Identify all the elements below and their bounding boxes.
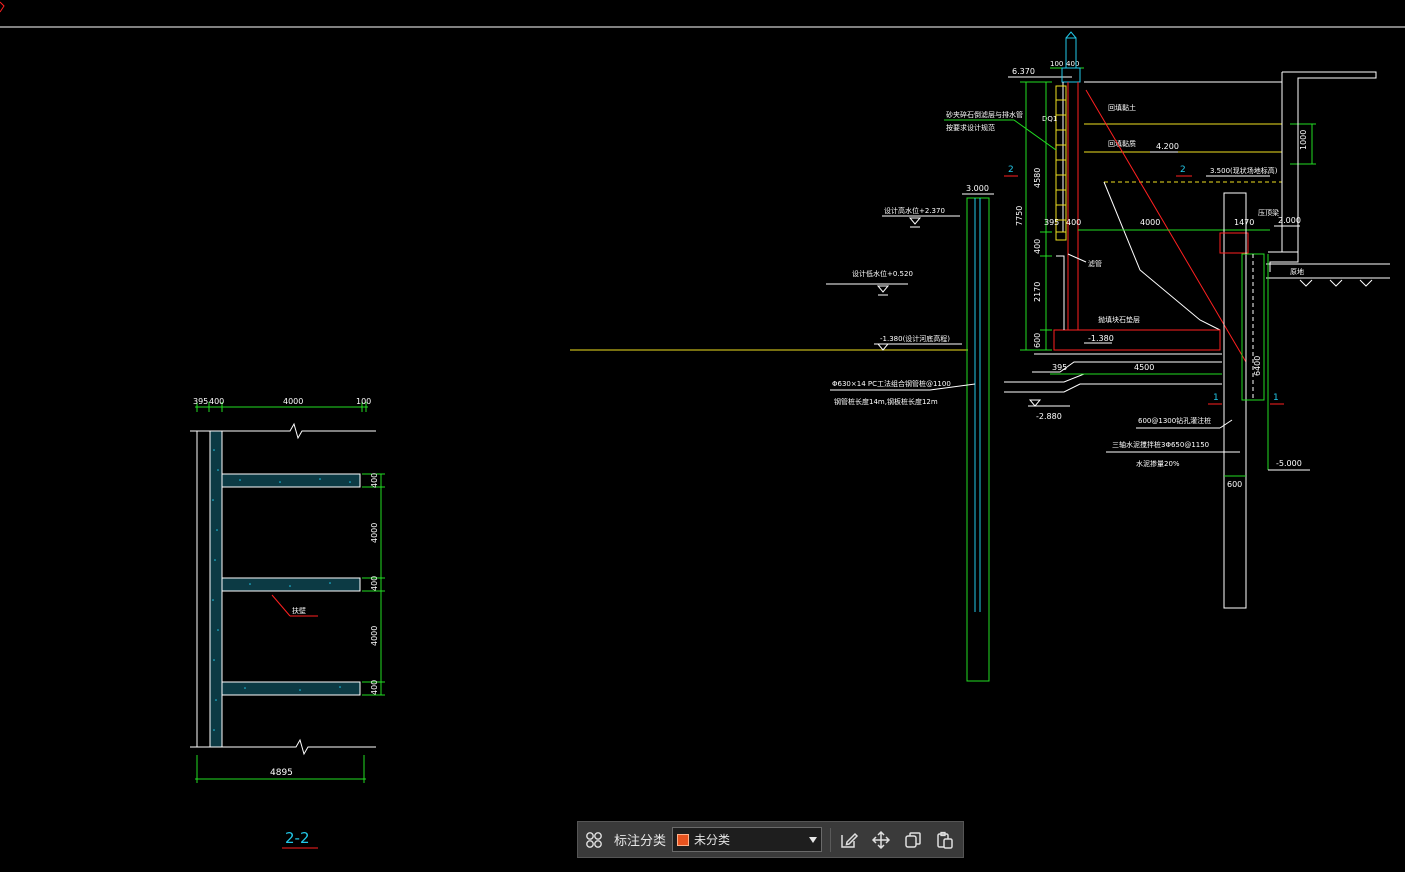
note-filter-2: 按要求设计规范	[946, 123, 995, 132]
elev-6370: 6.370	[1012, 67, 1035, 76]
axis-marker-icon	[0, 1, 5, 13]
counterfort-2	[221, 577, 361, 592]
cut-mark-1-right: 1	[1273, 393, 1279, 403]
dim-top-100: 100	[356, 397, 371, 406]
label-stone: 抛填块石垫层	[1098, 315, 1140, 324]
counterfort-1	[221, 473, 361, 488]
elev-minus-1380-river: -1.380(设计河底高程)	[880, 334, 950, 343]
existing-wall	[1269, 71, 1377, 272]
dim-right-4000b: 4000	[370, 626, 379, 646]
section-mark-2-right: 2	[1180, 165, 1186, 175]
note-filter-1: 砂夹碎石倒滤层与排水管	[946, 110, 1023, 119]
section-mark-2-left: 2	[1008, 165, 1014, 175]
dim-wall-395: 395	[1044, 218, 1059, 227]
dim-right-4000a: 4000	[370, 523, 379, 543]
elev-4200: 4.200	[1156, 142, 1179, 151]
annotation-toolbar: 标注分类 未分类	[577, 821, 964, 858]
category-color-swatch	[677, 833, 690, 846]
break-line-top	[190, 422, 376, 440]
dim-right-400b: 400	[370, 576, 379, 591]
label-top-pile: 压顶梁	[1258, 208, 1279, 217]
label-drain: 滤管	[1088, 259, 1102, 268]
grid-icon	[586, 831, 602, 848]
dim-v-400: 400	[1033, 239, 1042, 254]
label-fill-soil: 回填黏土	[1108, 103, 1136, 112]
base-layers	[1004, 353, 1222, 393]
dim-right-400c: 400	[370, 680, 379, 695]
dim-4000: 4000	[1140, 218, 1160, 227]
dim-v-600: 600	[1033, 333, 1042, 348]
elev-minus-5000: -5.000	[1276, 459, 1302, 468]
cross-section-main: 3.000 设计高水位+2.370 设计低水位+0.520 -1.380(设计河…	[570, 31, 1390, 682]
copy-icon	[905, 831, 921, 848]
dim-top-395: 395	[193, 397, 208, 406]
grid-button[interactable]	[578, 822, 610, 857]
footing	[1053, 329, 1221, 351]
pile-note-1: Φ630×14 PC工法组合钢管桩@1100	[832, 379, 951, 388]
dim-v-2170: 2170	[1033, 282, 1042, 302]
label-ground: 原地	[1290, 267, 1304, 276]
dim-right-400a: 400	[370, 473, 379, 488]
paste-button[interactable]	[929, 822, 961, 857]
label-design-low-water: 设计低水位+0.520	[852, 269, 913, 278]
pile-cap	[1219, 232, 1249, 254]
note-mixing-pile: 三轴水泥搅拌桩3Φ650@1150	[1112, 440, 1209, 449]
elev-3000: 3.000	[966, 184, 989, 193]
slip-line	[1085, 89, 1247, 363]
elev-minus-1380: -1.380	[1088, 334, 1114, 343]
note-bored-pile: 600@1300钻孔灌注桩	[1138, 416, 1211, 425]
edit-icon	[841, 832, 859, 848]
pile-note-2: 钢管桩长度14m,钢板桩长度12m	[834, 397, 938, 406]
dim-1470: 1470	[1234, 218, 1254, 227]
paste-icon	[937, 831, 953, 849]
chevron-down-icon	[809, 836, 818, 843]
dim-v-7750: 7750	[1015, 206, 1024, 226]
category-select-value: 未分类	[694, 833, 731, 847]
toolbar-divider	[830, 827, 832, 852]
dim-4500: 4500	[1134, 363, 1154, 372]
dim-top-4000: 4000	[283, 397, 303, 406]
copy-button[interactable]	[897, 822, 929, 857]
elev-2000: 2.000	[1278, 216, 1301, 225]
annotation-category-label: 标注分类	[614, 834, 667, 849]
dim-v-4580: 4580	[1033, 168, 1042, 188]
dim-wall-400: 400	[1066, 218, 1081, 227]
dim-600: 600	[1227, 480, 1242, 489]
move-icon	[871, 830, 891, 849]
dim-395b: 395	[1052, 363, 1067, 372]
cut-mark-1-left: 1	[1213, 393, 1219, 403]
move-button[interactable]	[865, 822, 897, 857]
steel-pile	[966, 197, 990, 682]
filter-layer	[1055, 85, 1067, 241]
break-line-bottom	[190, 738, 376, 756]
dim-6400: 6400	[1253, 356, 1262, 376]
dim-top-100: 100	[1050, 60, 1063, 68]
dim-top-400: 400	[209, 397, 224, 406]
label-dq1: DQ1	[1042, 115, 1057, 123]
elev-3500: 3.500(现状场地标高)	[1210, 166, 1278, 175]
section-2-2: 395 400 4000 100 400 4000 400 4000	[190, 397, 385, 849]
label-backfill: 回填黏质	[1108, 139, 1136, 148]
leader-counterfort: 扶壁	[292, 606, 306, 615]
label-design-high-water: 设计高水位+2.370	[884, 206, 945, 215]
dim-bottom-4895: 4895	[270, 768, 293, 778]
annotation-category-select[interactable]: 未分类	[672, 827, 823, 852]
elev-minus-2880: -2.880	[1036, 412, 1062, 421]
counterfort-3	[221, 681, 361, 696]
note-cement-ratio: 水泥掺量20%	[1136, 459, 1180, 468]
dim-1000: 1000	[1299, 130, 1308, 150]
edit-button[interactable]	[833, 822, 865, 857]
section-title-2-2: 2-2	[285, 829, 310, 847]
dim-top-400: 400	[1066, 60, 1079, 68]
